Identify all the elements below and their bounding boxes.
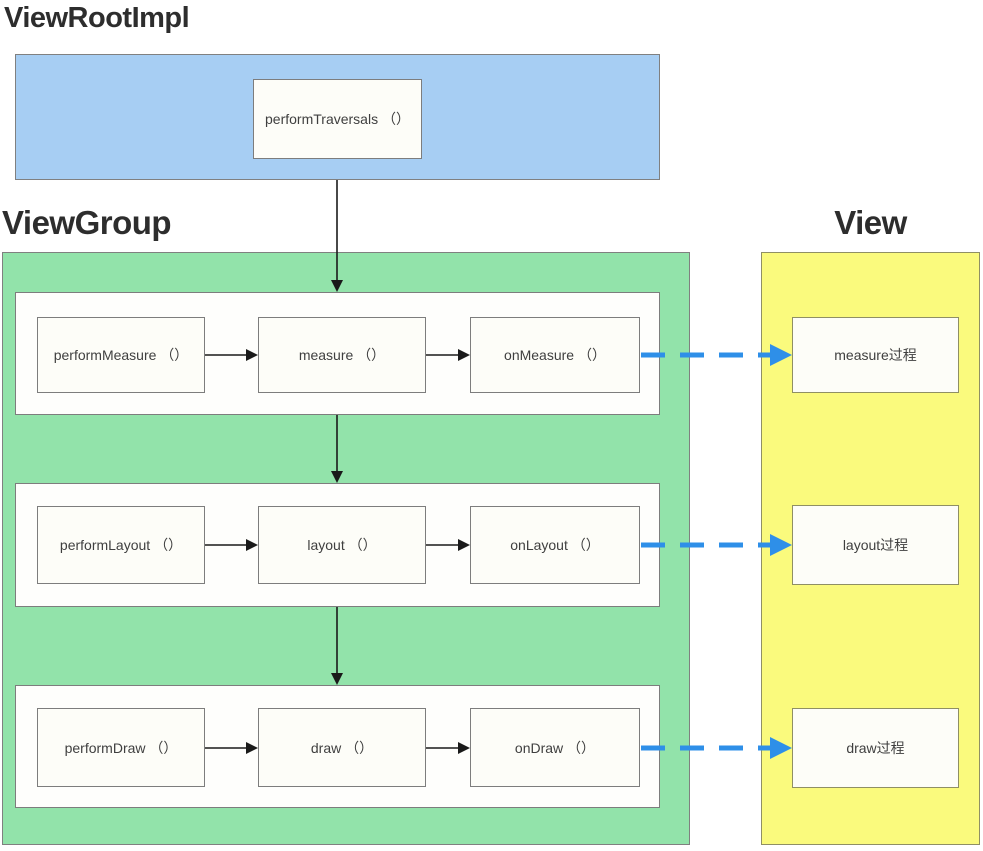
node-layout: layout （） [258,506,426,584]
node-onmeasure: onMeasure （） [470,317,640,393]
node-performtraversals: performTraversals （） [253,79,422,159]
viewgroup-title: ViewGroup [2,204,172,241]
node-measure: measure （） [258,317,426,393]
node-onlayout: onLayout （） [470,506,640,584]
node-draw: draw （） [258,708,426,787]
node-performdraw: performDraw （） [37,708,205,787]
node-measure-process: measure过程 [792,317,959,393]
viewrootimpl-container: performTraversals （） [15,54,660,180]
node-ondraw: onDraw （） [470,708,640,787]
view-title: View [834,204,907,241]
node-performlayout: performLayout （） [37,506,205,584]
node-draw-process: draw过程 [792,708,959,788]
viewrootimpl-title: ViewRootImpl [4,2,190,34]
node-layout-process: layout过程 [792,505,959,585]
node-performmeasure: performMeasure （） [37,317,205,393]
